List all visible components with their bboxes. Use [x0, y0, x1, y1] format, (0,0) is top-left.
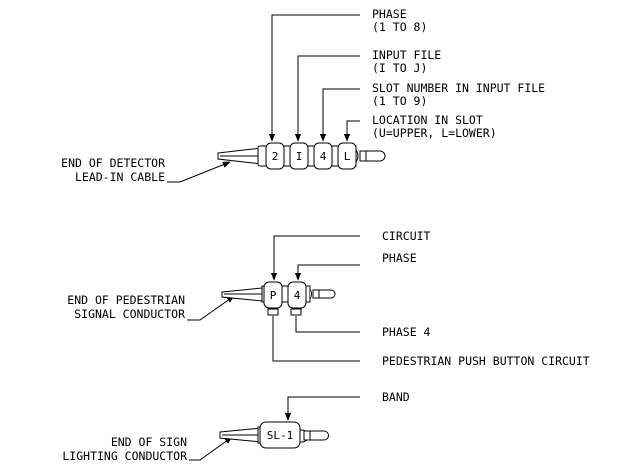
pedestrian-conductor-diagram: END OF PEDESTRIAN SIGNAL CONDUCTOR P 4	[67, 229, 589, 368]
band-location-text: L	[344, 150, 351, 163]
input-file-callout-detail: (I TO J)	[372, 61, 427, 75]
band-phase-text: 2	[272, 150, 279, 163]
phase-callout-detail: (1 TO 8)	[372, 20, 427, 34]
sign-band-SL-1: SL-1	[259, 421, 301, 449]
input-file-callout-title: INPUT FILE	[372, 48, 441, 62]
band-slot-text: 4	[320, 150, 327, 163]
detector-band-4: 4	[313, 142, 333, 170]
phase4-callout: PHASE 4	[382, 325, 431, 339]
push-button-callout: PEDESTRIAN PUSH BUTTON CIRCUIT	[382, 354, 590, 368]
sign-conductor-tip	[309, 430, 329, 441]
band-sl1-text: SL-1	[267, 429, 294, 442]
sign-cable-leader	[189, 436, 233, 461]
slot-callout-title: SLOT NUMBER IN INPUT FILE	[372, 81, 545, 95]
band-input-file-text: I	[296, 150, 303, 163]
pedestrian-cable-leader	[187, 295, 235, 321]
detector-cable-leader	[167, 161, 231, 183]
pedestrian-conductor-tip	[318, 289, 336, 299]
detector-conductor-tip	[365, 150, 386, 162]
detector-cable-diagram: END OF DETECTOR LEAD-IN CABLE 2 I 4	[61, 7, 545, 184]
band-callout: BAND	[382, 390, 410, 404]
phase4-stub	[290, 308, 302, 316]
input-file-leader	[294, 55, 360, 142]
band-leader	[284, 396, 360, 421]
sign-lighting-diagram: END OF SIGN LIGHTING CONDUCTOR SL-1 BAND	[62, 390, 409, 463]
sign-cable-label-line1: END OF SIGN	[111, 435, 187, 449]
slot-callout-detail: (1 TO 9)	[372, 94, 427, 108]
location-callout-title: LOCATION IN SLOT	[372, 113, 483, 127]
phase-callout-2: PHASE	[382, 251, 417, 265]
push-button-leader	[272, 316, 360, 362]
detector-cable-label-line1: END OF DETECTOR	[61, 156, 165, 170]
phase-callout-title: PHASE	[372, 7, 407, 21]
pedestrian-cable-label-line2: SIGNAL CONDUCTOR	[74, 307, 185, 321]
location-callout-detail: (U=UPPER, L=LOWER)	[372, 126, 497, 140]
location-leader	[343, 120, 360, 142]
sign-cable-label-line2: LIGHTING CONDUCTOR	[62, 449, 187, 463]
pedestrian-band-4: 4	[287, 281, 307, 309]
detector-band-2: 2	[265, 142, 285, 170]
phase-leader	[268, 14, 360, 142]
pedestrian-cable-label-line1: END OF PEDESTRIAN	[67, 293, 185, 307]
pedestrian-band-P: P	[263, 281, 283, 309]
detector-cable-label-line2: LEAD-IN CABLE	[75, 170, 165, 184]
band-phase-text: 4	[294, 289, 301, 302]
sign-cable	[219, 426, 329, 444]
phase4-leader	[295, 316, 360, 333]
band-circuit-text: P	[270, 289, 277, 302]
circuit-leader	[270, 235, 360, 281]
circuit-callout: CIRCUIT	[382, 229, 431, 243]
detector-band-I: I	[289, 142, 309, 170]
detector-band-L: L	[337, 142, 357, 170]
push-button-stub	[267, 308, 279, 316]
phase-leader-2	[294, 264, 360, 281]
slot-number-leader	[319, 88, 360, 142]
